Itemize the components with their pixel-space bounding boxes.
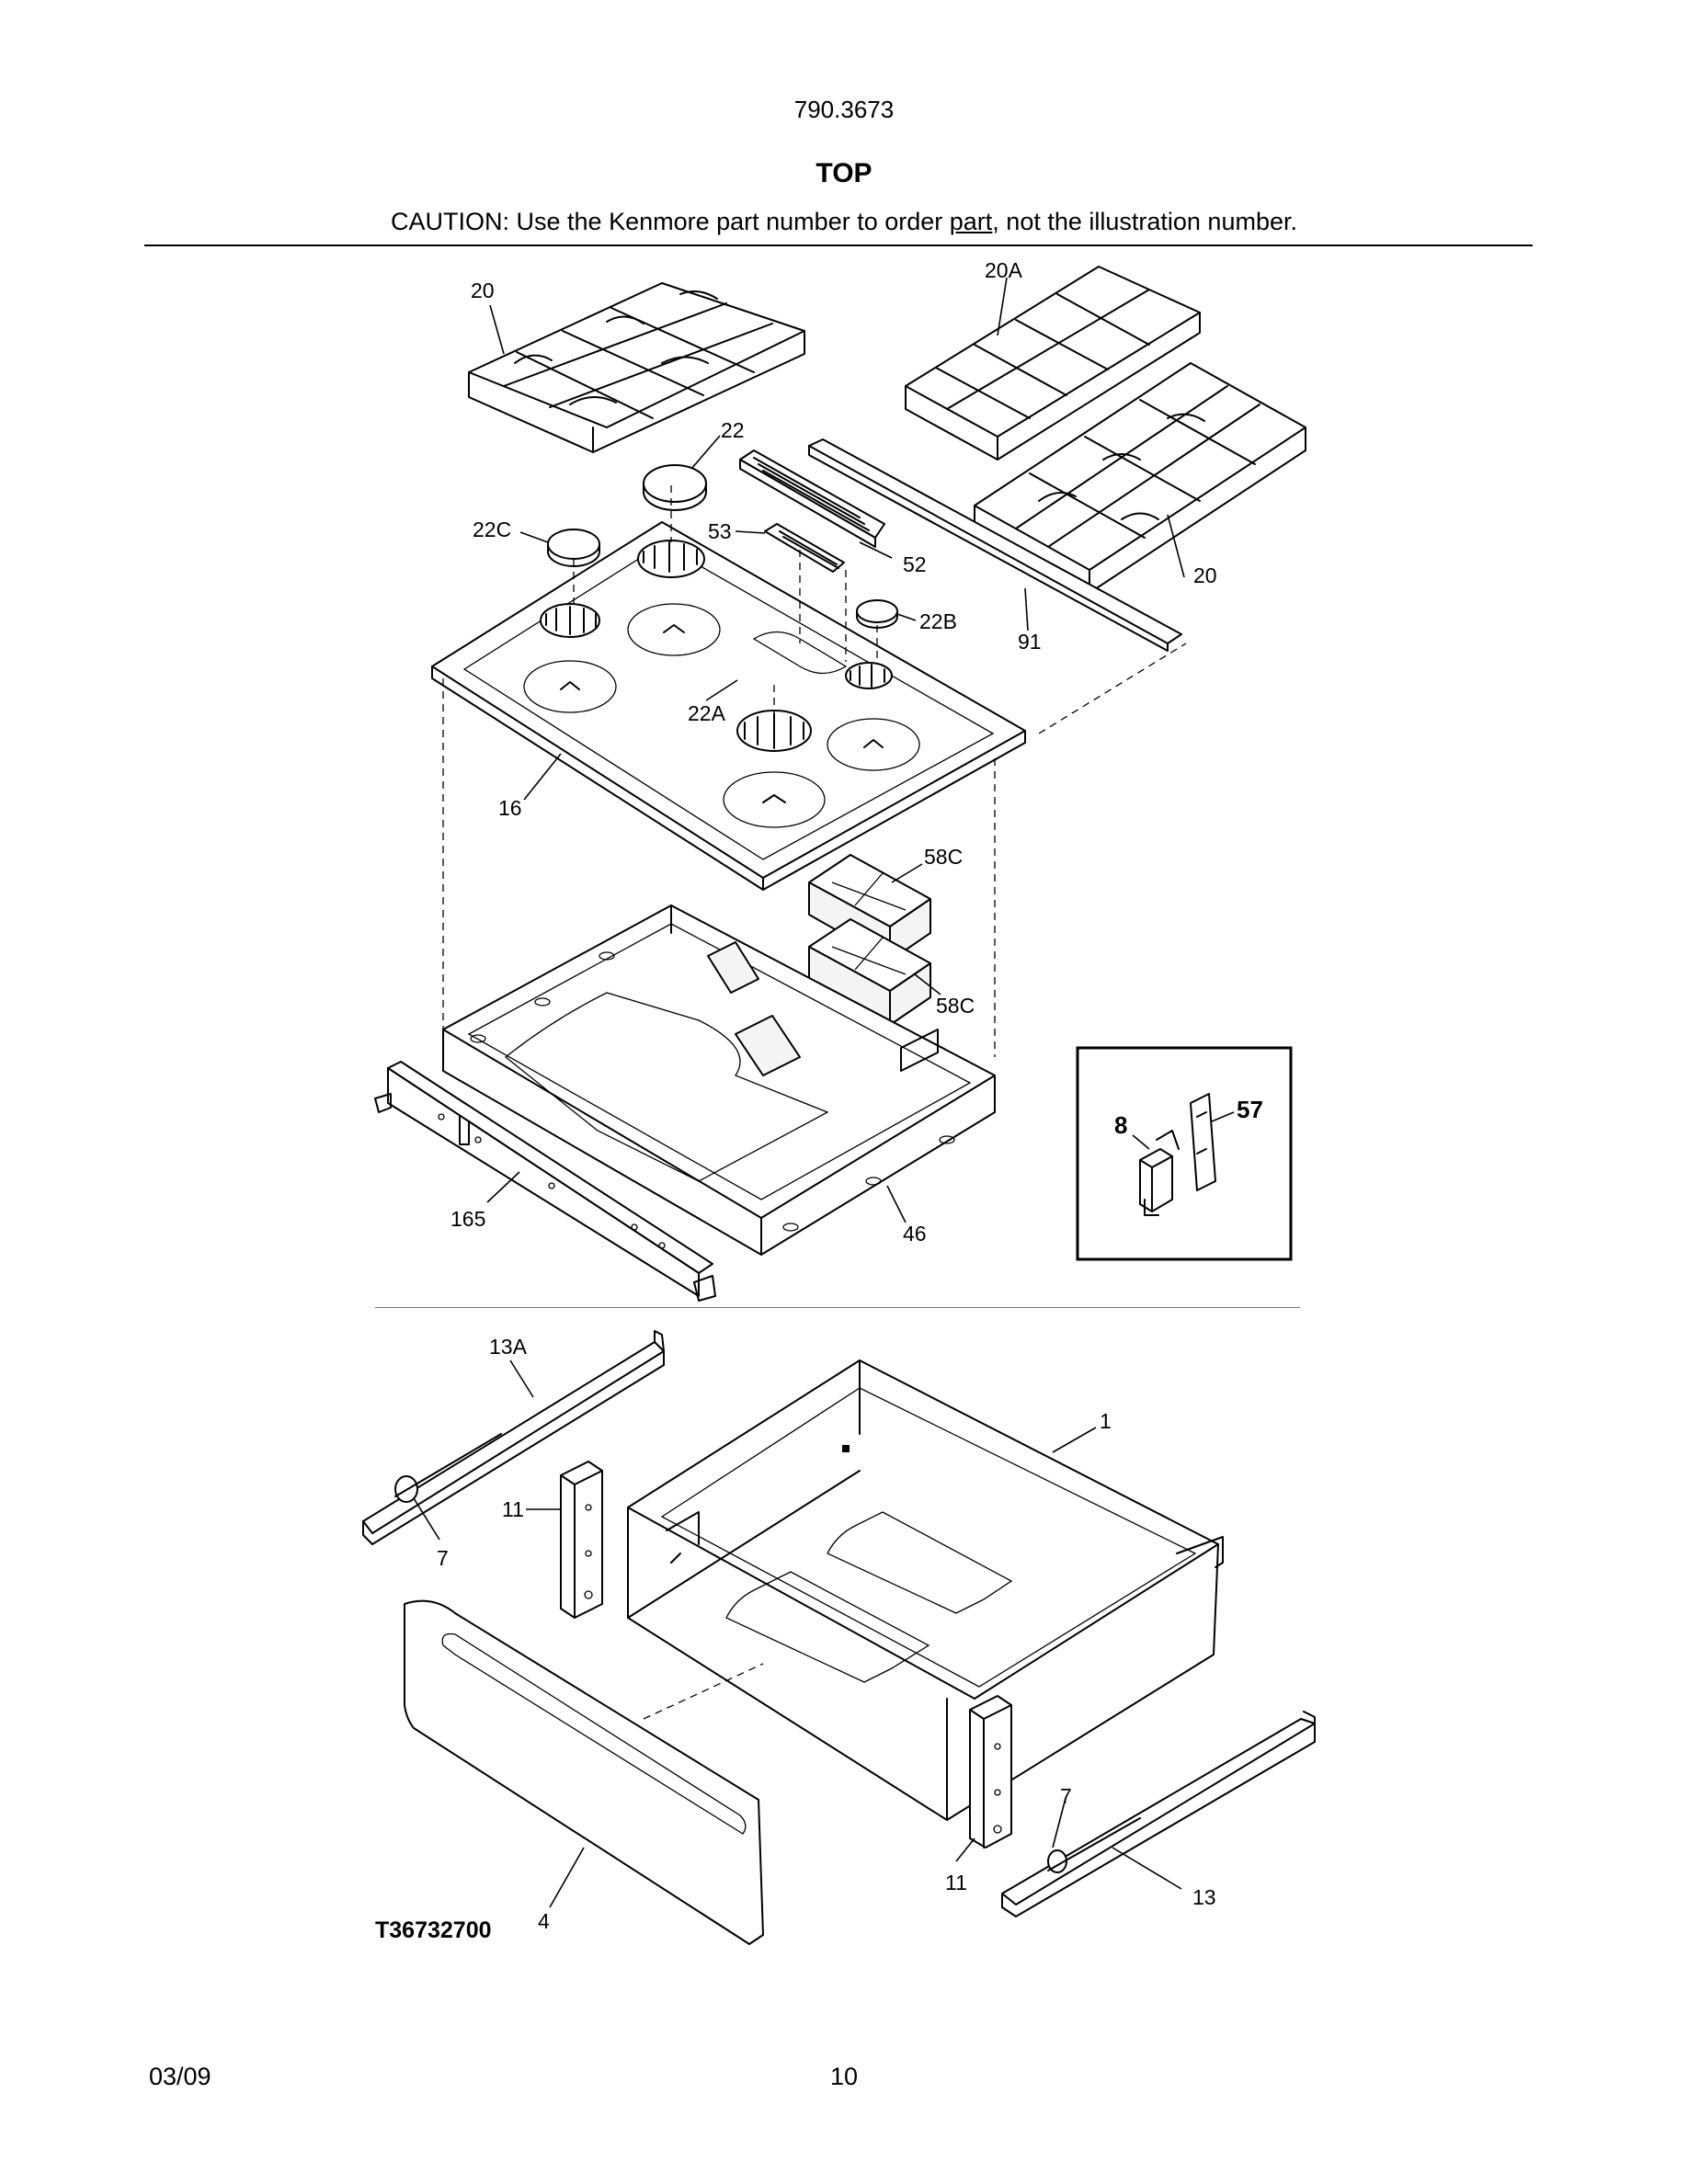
drawer-body-1: [627, 1359, 1224, 1821]
section-title: TOP: [815, 158, 873, 188]
vent-trim-52: [739, 449, 885, 548]
caution-text: CAUTION: Use the Kenmore part number to …: [391, 208, 950, 235]
section-divider: [375, 1307, 1300, 1308]
header-divider: [144, 245, 1533, 246]
grate-20-right: [974, 362, 1306, 594]
callout-20-left: 20: [471, 279, 495, 302]
callout-58c-top: 58C: [924, 845, 963, 869]
callout-11-right: 11: [945, 1871, 967, 1894]
model-number: 790.3673: [793, 96, 895, 123]
burner-cap-22b: [856, 599, 898, 629]
footer-date: 03/09: [149, 2063, 211, 2090]
callout-58c-bottom: 58C: [936, 994, 975, 1018]
vent-grid-53: [764, 523, 845, 573]
callout-57: 57: [1237, 1096, 1263, 1123]
rail-165: [374, 1061, 716, 1302]
burner-head-center: [736, 710, 812, 752]
callout-22: 22: [721, 418, 745, 442]
callout-165: 165: [451, 1207, 485, 1231]
callout-1: 1: [1100, 1409, 1112, 1433]
callout-7-left: 7: [437, 1546, 449, 1570]
callout-20-right: 20: [1193, 563, 1217, 587]
igniter-module-8: [1139, 1130, 1180, 1216]
burner-head-right: [845, 662, 893, 689]
callout-8: 8: [1114, 1111, 1127, 1139]
caution-underlined-word: part: [949, 208, 993, 235]
cooktop-16: [431, 521, 1026, 891]
callout-4: 4: [538, 1909, 550, 1933]
drawer-rail-13a: [362, 1330, 665, 1545]
drawer-front-4: [404, 1599, 764, 1945]
caution-text-end: , not the illustration number.: [992, 208, 1297, 235]
burner-head-front-left: [540, 603, 600, 638]
callout-7-right: 7: [1060, 1784, 1072, 1808]
burner-cap-22: [643, 464, 707, 511]
slide-bracket-11-left: [560, 1461, 603, 1619]
grate-20-left: [468, 282, 805, 453]
callout-53: 53: [708, 519, 732, 543]
callout-46: 46: [903, 1222, 927, 1246]
bracket-57: [1190, 1093, 1216, 1191]
slide-bracket-11-right: [969, 1695, 1012, 1848]
callout-22a: 22A: [688, 701, 726, 725]
foam-block-58c-bottom: [808, 918, 931, 1026]
footer-page-number: 10: [829, 2063, 859, 2090]
callout-13a: 13A: [489, 1335, 528, 1359]
callout-22b: 22B: [919, 609, 957, 633]
callout-11-left: 11: [502, 1497, 524, 1521]
illustration-code: T36732700: [375, 1917, 492, 1943]
leader-lines: [413, 277, 1235, 1908]
callout-52: 52: [903, 552, 927, 576]
callout-13: 13: [1192, 1885, 1216, 1909]
trim-strip-91: [808, 438, 1182, 652]
inset-detail-box: [1076, 1046, 1293, 1261]
caution-note: CAUTION: Use the Kenmore part number to …: [0, 208, 1688, 236]
main-top-frame-46: [442, 904, 996, 1256]
callout-91: 91: [1018, 630, 1042, 654]
grate-20a-center: [905, 266, 1201, 461]
drawer-rail-13: [1001, 1711, 1316, 1917]
callout-20a: 20A: [985, 258, 1023, 282]
burner-head-rear-left: [637, 540, 705, 578]
callout-22c: 22C: [473, 518, 511, 541]
callout-16: 16: [498, 796, 522, 820]
